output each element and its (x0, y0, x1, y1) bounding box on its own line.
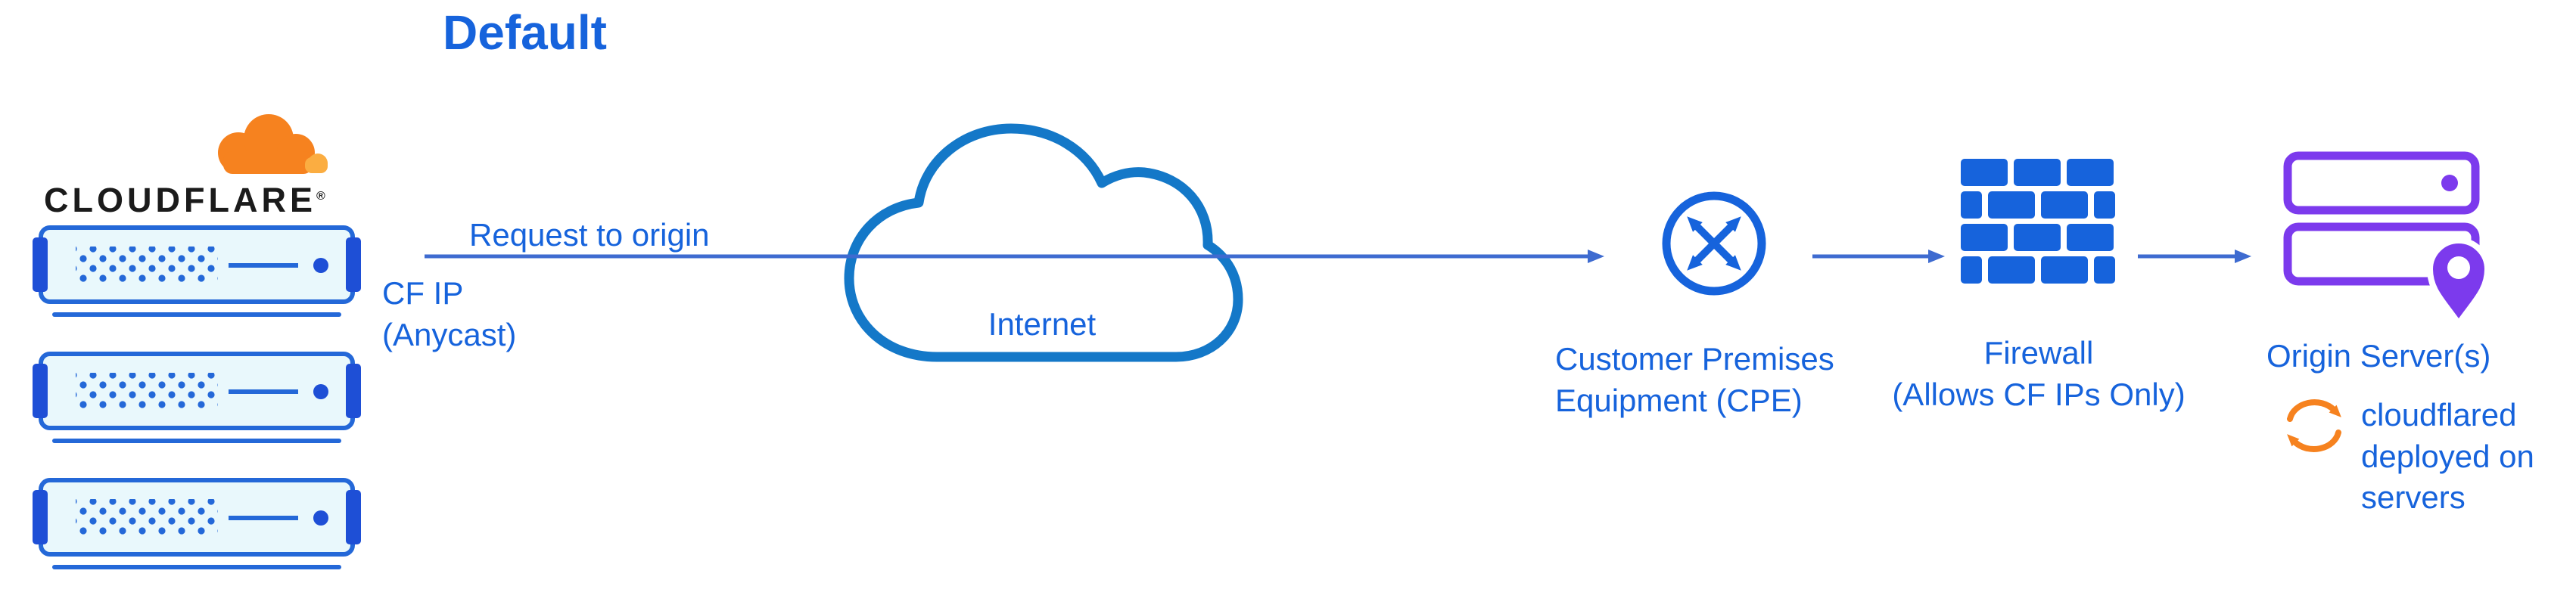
edge-server-1 (29, 224, 365, 330)
cf-ip-anycast-label: CF IP (Anycast) (382, 273, 516, 355)
origin-node (2280, 148, 2507, 333)
cloudflare-wordmark: CLOUDFLARE® (44, 181, 325, 220)
firewall-label-line2: (Allows CF IPs Only) (1892, 376, 2186, 412)
edge-server-icon (33, 352, 361, 443)
cpe-label-line1: Customer Premises (1555, 341, 1834, 377)
origin-label: Origin Server(s) (2266, 338, 2491, 374)
cpe-label: Customer Premises Equipment (CPE) (1555, 339, 1834, 421)
cpe-label-line2: Equipment (CPE) (1555, 382, 1803, 418)
firewall-label-line1: Firewall (1983, 335, 2094, 371)
cpe-router-icon (1662, 191, 1766, 296)
cpe-node (1657, 187, 1771, 304)
cloudflared-note-line2: deployed on (2361, 438, 2534, 474)
cloudflared-note-line3: servers (2361, 479, 2466, 516)
cf-ip-label-line2: (Anycast) (382, 316, 517, 352)
cloudflare-logo (192, 103, 338, 187)
firewall-icon (1961, 159, 2115, 284)
firewall-label: Firewall (Allows CF IPs Only) (1868, 333, 2209, 415)
cf-ip-label-line1: CF IP (382, 275, 464, 311)
edge-server-icon (33, 225, 361, 317)
origin-server-icon (2283, 151, 2491, 330)
cloudflare-cloud-icon (218, 114, 328, 174)
internet-cloud-icon (844, 123, 1243, 362)
cloudflared-note: cloudflared deployed on servers (2361, 395, 2534, 519)
sync-icon (2287, 399, 2341, 452)
request-to-origin-label: Request to origin (469, 217, 710, 253)
location-pin-icon (2426, 237, 2491, 330)
cloudflare-wordmark-text: CLOUDFLARE (44, 181, 316, 219)
internet-label: Internet (988, 306, 1097, 342)
internet-cloud (825, 106, 1260, 378)
edge-server-3 (29, 476, 365, 583)
edge-server-icon (33, 478, 361, 569)
cloudflared-note-line1: cloudflared (2361, 397, 2517, 433)
edge-server-2 (29, 350, 365, 457)
firewall-node (1959, 158, 2118, 289)
registered-mark: ® (316, 190, 325, 203)
diagram-title: Default (443, 5, 607, 60)
cloudflared-node (2278, 393, 2350, 462)
